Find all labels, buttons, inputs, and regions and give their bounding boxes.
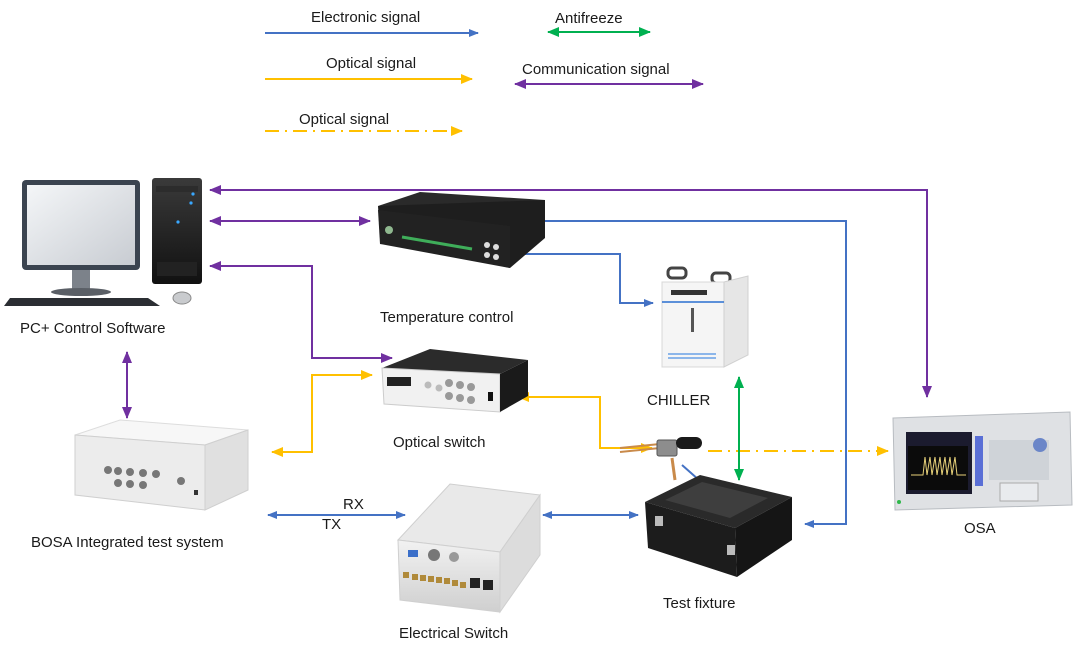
pc-illustration[interactable] <box>4 178 202 306</box>
tx-label: TX <box>322 516 342 533</box>
link-pc-optical-switch <box>209 261 393 363</box>
link-optical-switch-device <box>517 392 653 453</box>
test-fixture-label: Test fixture <box>663 595 736 612</box>
legend <box>265 27 704 136</box>
osa-label: OSA <box>964 520 996 537</box>
chiller-label: CHILLER <box>647 392 711 409</box>
bosa-illustration[interactable] <box>74 419 249 511</box>
chiller-illustration[interactable] <box>661 266 749 368</box>
mouse-icon <box>172 291 192 305</box>
rx-label: RX <box>343 496 364 513</box>
link-pc-osa <box>209 185 932 398</box>
link-temp-control-chiller <box>515 253 654 307</box>
temperature-control-illustration[interactable] <box>378 192 545 268</box>
bosa-device-illustration[interactable] <box>619 437 702 481</box>
link-bosa-optical-switch <box>271 370 373 457</box>
legend-optical-solid-label: Optical signal <box>326 55 417 72</box>
test-fixture-illustration[interactable] <box>645 475 792 577</box>
link-temp-control-fixture <box>545 220 847 528</box>
pc-label: PC+ Control Software <box>20 320 166 337</box>
temperature-control-label: Temperature control <box>380 309 514 326</box>
legend-antifreeze-label: Antifreeze <box>555 10 623 27</box>
electrical-switch-label: Electrical Switch <box>399 625 509 642</box>
connections <box>122 185 932 528</box>
legend-electronic-label: Electronic signal <box>311 9 421 26</box>
bosa-label: BOSA Integrated test system <box>31 534 224 551</box>
legend-communication-label: Communication signal <box>522 61 670 78</box>
legend-optical-dashdot-label: Optical signal <box>299 111 390 128</box>
tower-icon <box>152 178 202 284</box>
monitor-icon <box>4 180 160 306</box>
electrical-switch-illustration[interactable] <box>396 483 541 614</box>
optical-switch-label: Optical switch <box>393 434 486 451</box>
osa-illustration[interactable] <box>892 411 1073 511</box>
optical-switch-illustration[interactable] <box>381 349 528 413</box>
